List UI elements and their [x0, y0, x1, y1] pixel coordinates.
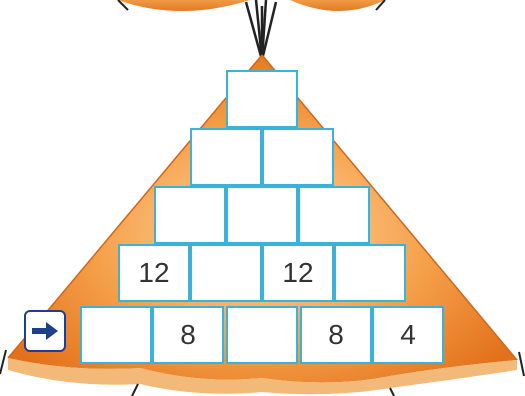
- pyramid-cell-r1-c1[interactable]: [226, 70, 298, 128]
- pyramid-cell-r5-c3[interactable]: [226, 306, 298, 364]
- right-arrow-icon: [30, 319, 60, 343]
- upper-tent-flap-left: [118, 0, 250, 11]
- pyramid-cell-r5-c4[interactable]: 8: [300, 306, 372, 364]
- pyramid-cell-r3-c3[interactable]: [298, 186, 370, 244]
- pyramid-cell-r4-c4[interactable]: [334, 244, 406, 302]
- pyramid-cell-r5-c5[interactable]: 4: [372, 306, 444, 364]
- pyramid-cell-r3-c2[interactable]: [226, 186, 298, 244]
- pyramid-cell-r5-c1[interactable]: [80, 306, 152, 364]
- pyramid-cell-r3-c1[interactable]: [154, 186, 226, 244]
- pyramid-cell-r5-c2[interactable]: 8: [152, 306, 224, 364]
- pyramid-cell-r4-c3[interactable]: 12: [262, 244, 334, 302]
- pyramid-cell-r2-c2[interactable]: [262, 128, 334, 186]
- next-button[interactable]: [24, 310, 66, 352]
- pyramid-cell-r4-c2[interactable]: [190, 244, 262, 302]
- pyramid-cell-r2-c1[interactable]: [190, 128, 262, 186]
- upper-tent-flap-right: [290, 0, 385, 11]
- tent-poles: [246, 0, 276, 60]
- pyramid-cell-r4-c1[interactable]: 12: [118, 244, 190, 302]
